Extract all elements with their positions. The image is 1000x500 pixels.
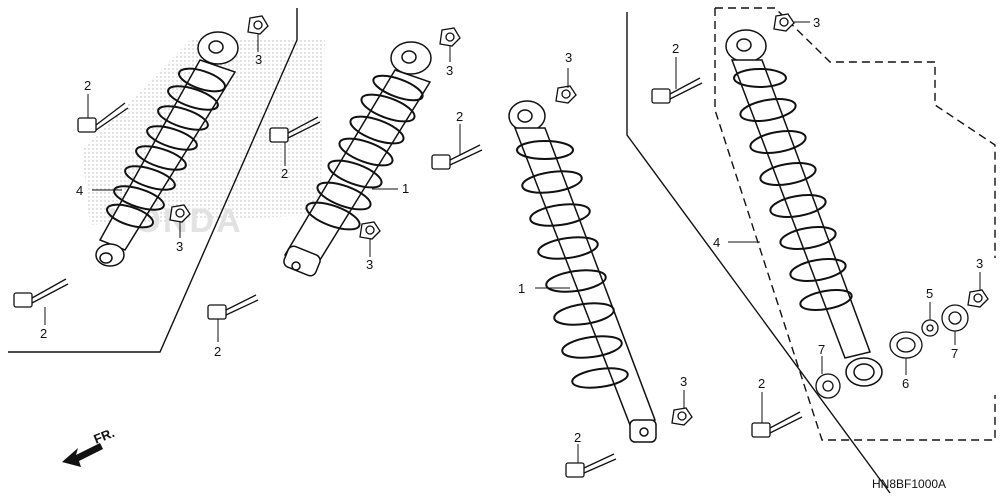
callout-d-6: 6 <box>902 376 909 391</box>
leader-lines <box>44 21 981 463</box>
fasteners-c <box>431 85 693 478</box>
callout-d-7-left: 7 <box>818 342 825 357</box>
callout-c-1: 1 <box>518 281 525 296</box>
front-arrow-icon <box>62 443 103 467</box>
nut-c-bot <box>671 407 693 426</box>
group-d-outer-boundary <box>626 12 891 494</box>
callout-c-3-bot: 3 <box>680 374 687 389</box>
front-label: FR. <box>92 425 117 447</box>
callout-c-3-top: 3 <box>565 50 572 65</box>
nut-a-top <box>247 15 269 35</box>
callout-d-3-right: 3 <box>976 256 983 271</box>
group-d-dashed-bottom <box>714 8 996 441</box>
fasteners-d <box>651 13 989 438</box>
bolt-c-top <box>431 144 483 170</box>
group-a-boundary <box>8 8 298 353</box>
bushing-6 <box>889 331 923 359</box>
bolt-b-bot <box>207 294 259 320</box>
shock-absorber-c <box>508 100 657 443</box>
bolt-d-bot <box>751 411 803 438</box>
collar-5 <box>921 319 939 337</box>
nut-b-mid <box>359 221 381 240</box>
bolt-a-top <box>77 102 129 133</box>
callout-a-4: 4 <box>76 183 83 198</box>
fasteners-b <box>207 27 461 320</box>
callout-b-3-mid: 3 <box>366 257 373 272</box>
group-boundary-lines <box>8 7 996 494</box>
shock-absorber-a <box>95 31 239 267</box>
callout-b-2-bot: 2 <box>214 344 221 359</box>
shock-absorber-b <box>283 41 432 277</box>
nut-d-top <box>773 13 795 32</box>
callout-d-4: 4 <box>713 235 720 250</box>
bolt-a-bot <box>13 278 69 308</box>
callout-a-2-bot: 2 <box>40 326 47 341</box>
nut-b-top <box>439 27 461 47</box>
callout-a-2-top: 2 <box>84 78 91 93</box>
bolt-b-top <box>269 116 321 143</box>
callout-d-2-bot: 2 <box>758 376 765 391</box>
callout-a-3-top: 3 <box>255 52 262 67</box>
callout-a-3-mid: 3 <box>176 239 183 254</box>
nut-a-mid <box>169 204 191 223</box>
fasteners-a <box>13 15 269 308</box>
callout-b-1: 1 <box>402 181 409 196</box>
callout-labels: 2 3 4 3 2 2 3 1 3 2 3 2 1 3 2 2 3 4 3 5 … <box>40 15 983 445</box>
callout-b-2-top: 2 <box>281 166 288 181</box>
callout-c-2-bot: 2 <box>574 430 581 445</box>
bolt-c-bot <box>565 453 617 478</box>
callout-d-5: 5 <box>926 286 933 301</box>
nut-c-top <box>555 85 577 104</box>
shock-absorber-d <box>725 29 883 387</box>
callout-d-7-right: 7 <box>951 346 958 361</box>
nut-d-right <box>967 289 989 308</box>
callout-c-2-top: 2 <box>456 109 463 124</box>
seal-7-left <box>815 373 841 399</box>
bolt-d-top <box>651 77 703 104</box>
callout-d-2-top: 2 <box>672 41 679 56</box>
seal-7-right <box>941 304 969 332</box>
front-direction-indicator: FR. <box>62 425 117 467</box>
callout-b-3-top: 3 <box>446 63 453 78</box>
diagram-code: HN8BF1000A <box>872 477 946 491</box>
callout-d-3-top: 3 <box>813 15 820 30</box>
group-d-dashed-top <box>715 7 996 258</box>
